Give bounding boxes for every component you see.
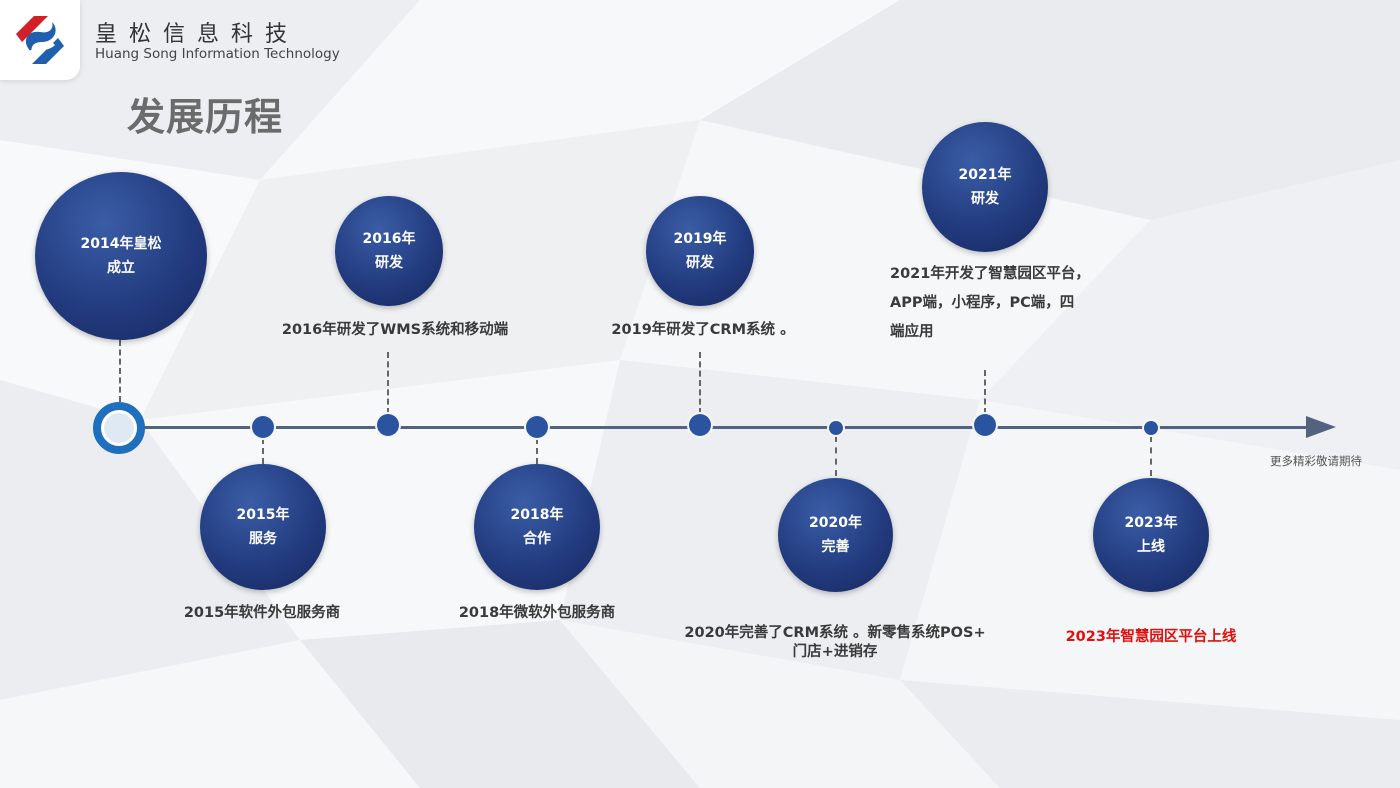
timeline-arrow-icon bbox=[1306, 416, 1336, 438]
milestone-label-2019: 研发 bbox=[686, 255, 714, 271]
milestone-label-2014: 成立 bbox=[107, 260, 135, 276]
milestone-circle-2014: 2014年皇松 成立 bbox=[35, 172, 207, 340]
milestone-year-2019: 2019年 bbox=[673, 230, 727, 247]
milestone-circle-2016: 2016年 研发 bbox=[335, 196, 443, 306]
milestone-desc-2021-line1: 2021年开发了智慧园区平台， bbox=[890, 266, 1090, 282]
milestone-desc-2020-line2: 门店+进销存 bbox=[792, 643, 878, 660]
milestone-desc-2021-line2: APP端，小程序，PC端，四 bbox=[890, 295, 1075, 311]
connector-2021 bbox=[984, 370, 986, 414]
timeline-axis bbox=[120, 426, 1310, 429]
milestone-year-2014: 2014年皇松 bbox=[80, 235, 162, 252]
milestone-label-2015: 服务 bbox=[249, 531, 277, 547]
milestone-circle-2020: 2020年 完善 bbox=[778, 478, 893, 592]
timeline-dot-2018 bbox=[526, 416, 548, 438]
milestone-desc-2016: 2016年研发了WMS系统和移动端 bbox=[281, 322, 509, 338]
connector-2015 bbox=[262, 438, 264, 464]
connector-2014 bbox=[119, 340, 121, 402]
timeline-dot-2016 bbox=[377, 414, 399, 436]
connector-2020 bbox=[835, 436, 837, 476]
timeline-start-marker bbox=[93, 402, 145, 454]
milestone-desc-2020: 2020年完善了CRM系统 。新零售系统POS+ 门店+进销存 bbox=[684, 624, 985, 662]
milestone-year-2021: 2021年 bbox=[958, 166, 1012, 183]
milestone-year-2018: 2018年 bbox=[510, 506, 564, 523]
milestone-desc-2018: 2018年微软外包服务商 bbox=[458, 605, 616, 621]
milestone-circle-2018: 2018年 合作 bbox=[474, 464, 600, 590]
milestone-desc-2021: 2021年开发了智慧园区平台， APP端，小程序，PC端，四 端应用 bbox=[890, 260, 1090, 347]
milestone-year-2020: 2020年 bbox=[809, 514, 862, 531]
company-name-cn: 皇松信息科技 bbox=[95, 22, 300, 47]
logo-container bbox=[0, 0, 80, 80]
milestone-label-2020: 完善 bbox=[821, 539, 850, 555]
company-name-en: Huang Song Information Technology bbox=[95, 46, 340, 62]
connector-2018 bbox=[536, 438, 538, 464]
timeline-dot-2019 bbox=[689, 414, 711, 436]
milestone-circle-2023: 2023年 上线 bbox=[1093, 478, 1209, 592]
milestone-label-2018: 合作 bbox=[523, 531, 551, 547]
connector-2016 bbox=[387, 352, 389, 414]
timeline-dot-2020 bbox=[829, 421, 843, 435]
milestone-desc-2023: 2023年智慧园区平台上线 bbox=[1065, 629, 1237, 645]
milestone-label-2021: 研发 bbox=[971, 191, 999, 207]
connector-2019 bbox=[699, 352, 701, 414]
timeline-dot-2021 bbox=[974, 414, 996, 436]
milestone-year-2015: 2015年 bbox=[236, 506, 290, 523]
more-coming-text: 更多精彩敬请期待 bbox=[1270, 454, 1362, 468]
milestone-circle-2019: 2019年 研发 bbox=[646, 196, 754, 306]
milestone-circle-2015: 2015年 服务 bbox=[200, 464, 326, 590]
milestone-year-2023: 2023年 bbox=[1124, 514, 1178, 531]
milestone-label-2016: 研发 bbox=[375, 255, 403, 271]
page-title: 发展历程 bbox=[127, 95, 284, 139]
timeline-dot-2023 bbox=[1144, 421, 1158, 435]
timeline-dot-2015 bbox=[252, 416, 274, 438]
milestone-label-2023: 上线 bbox=[1137, 539, 1165, 555]
milestone-desc-2020-line1: 2020年完善了CRM系统 。新零售系统POS+ bbox=[684, 625, 986, 641]
milestone-desc-2015: 2015年软件外包服务商 bbox=[183, 605, 341, 621]
milestone-desc-2019: 2019年研发了CRM系统 。 bbox=[611, 322, 795, 338]
huangsong-logo-icon bbox=[16, 16, 64, 64]
milestone-desc-2021-line3: 端应用 bbox=[890, 324, 934, 340]
milestone-year-2016: 2016年 bbox=[362, 230, 416, 247]
milestone-circle-2021: 2021年 研发 bbox=[922, 122, 1048, 252]
connector-2023 bbox=[1150, 436, 1152, 476]
